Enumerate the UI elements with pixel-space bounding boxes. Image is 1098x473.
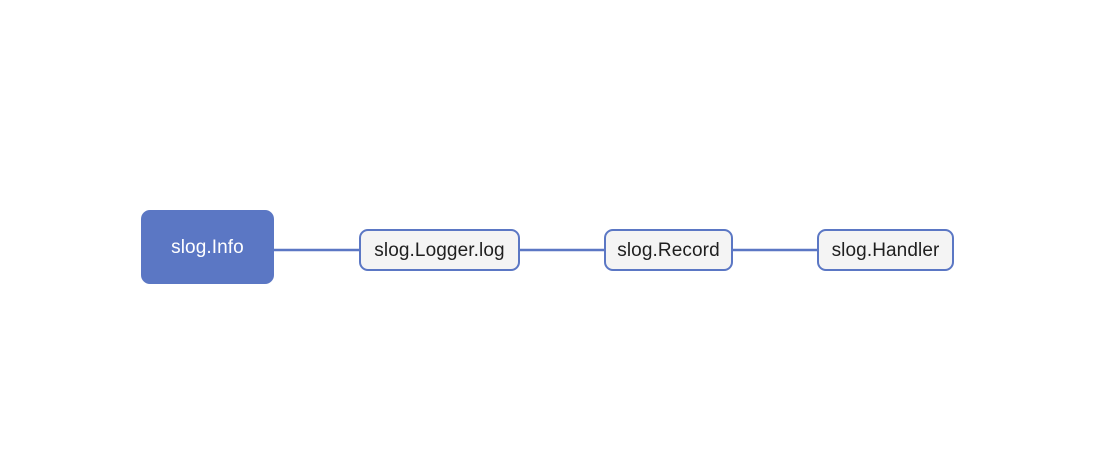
node-slog-record[interactable]: slog.Record <box>604 229 733 271</box>
node-slog-info[interactable]: slog.Info <box>141 210 274 284</box>
node-slog-handler[interactable]: slog.Handler <box>817 229 954 271</box>
node-label: slog.Info <box>171 236 244 258</box>
node-label: slog.Logger.log <box>374 239 505 261</box>
node-label: slog.Record <box>617 239 720 261</box>
node-label: slog.Handler <box>831 239 940 261</box>
node-slog-logger-log[interactable]: slog.Logger.log <box>359 229 520 271</box>
